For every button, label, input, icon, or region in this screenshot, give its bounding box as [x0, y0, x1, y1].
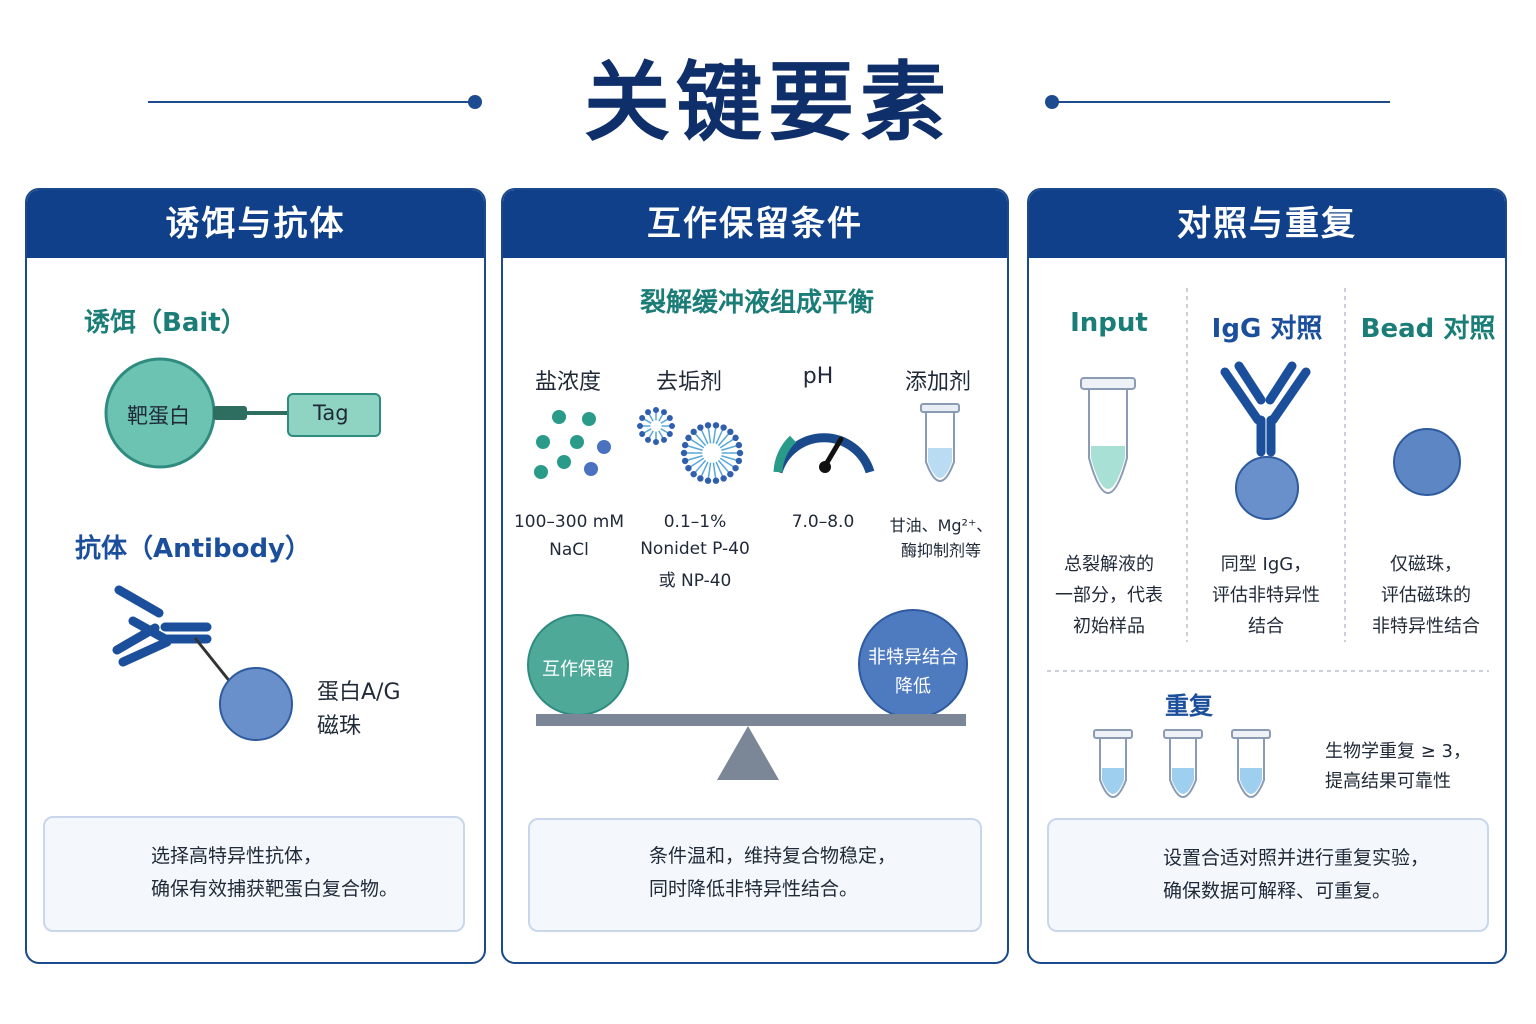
panel-bait-antibody: 诱饵与抗体 诱饵（Bait） 靶蛋白 Tag 抗体（Antibody） 蛋白A/…	[25, 188, 486, 964]
note-box	[43, 816, 465, 932]
note-line1: 条件温和，维持复合物稳定，	[649, 845, 897, 867]
note-box	[1047, 818, 1489, 932]
control-bead-desc3: 非特异性结合	[1372, 616, 1480, 637]
factor-detergent-value1: 0.1–1%	[663, 512, 727, 532]
protein-ag-bead-icon	[219, 667, 293, 741]
replicate-tubes-icon	[1093, 729, 1271, 798]
control-igg-desc2: 评估非特异性	[1212, 585, 1320, 606]
antibody-heading: 抗体（Antibody）	[75, 534, 312, 564]
factor-detergent-name: 去垢剂	[655, 370, 722, 395]
control-igg-desc3: 结合	[1248, 616, 1284, 637]
factor-detergent-value3: 或 NP-40	[658, 571, 732, 591]
tube-icon	[920, 403, 960, 482]
replicate-heading: 重复	[1165, 692, 1213, 720]
balance-right-label2: 降低	[895, 676, 931, 697]
balance-right-label1: 非特异结合	[868, 647, 958, 668]
tag-connector-icon	[213, 406, 247, 420]
note-line1: 设置合适对照并进行重复实验，	[1163, 847, 1430, 869]
note-line2: 同时降低非特异性结合。	[649, 878, 859, 900]
salt-dots-icon	[534, 410, 611, 479]
control-input-desc3: 初始样品	[1073, 616, 1145, 637]
panel-header: 诱饵与抗体	[27, 190, 484, 258]
bead-icon	[1393, 428, 1461, 496]
controls-illustration	[1047, 288, 1489, 906]
balance-left-label: 互作保留	[542, 659, 614, 680]
note-line2: 确保有效捕获靶蛋白复合物。	[151, 878, 399, 900]
panel-retention-conditions: 互作保留条件	[501, 188, 1009, 964]
title-line-left	[148, 101, 474, 103]
igg-antibody-bead-icon	[1220, 361, 1311, 520]
micelle-icon	[637, 407, 744, 484]
control-input-desc2: 一部分，代表	[1055, 585, 1163, 606]
factor-additive-name: 添加剂	[904, 370, 971, 395]
factor-ph-name: pH	[802, 364, 834, 389]
control-igg-name: IgG 对照	[1211, 314, 1323, 344]
title-dot-left	[468, 95, 482, 109]
replicate-line1: 生物学重复 ≥ 3，	[1325, 741, 1471, 762]
factor-additive-value2: 酶抑制剂等	[900, 541, 981, 560]
panel-controls-replicates: 对照与重复	[1027, 188, 1507, 964]
note-box	[528, 818, 982, 932]
tag-label: Tag	[313, 401, 349, 425]
control-bead-name: Bead 对照	[1360, 314, 1496, 344]
factor-salt-value1: 100–300 mM	[513, 512, 625, 532]
bead-label-line1: 蛋白A/G	[317, 680, 401, 705]
factor-detergent-value2: Nonidet P-40	[640, 539, 750, 559]
title-line-right	[1055, 101, 1390, 103]
tag-box-icon	[287, 393, 381, 437]
control-input-name: Input	[1070, 308, 1148, 338]
control-input-desc1: 总裂解液的	[1064, 554, 1154, 575]
panel-header: 对照与重复	[1029, 190, 1505, 258]
target-protein-label: 靶蛋白	[127, 404, 190, 428]
conditions-subtitle: 裂解缓冲液组成平衡	[639, 288, 874, 318]
page-title: 关键要素	[584, 53, 952, 153]
note-line1: 选择高特异性抗体，	[151, 845, 323, 867]
title-dot-right	[1045, 95, 1059, 109]
control-bead-desc2: 评估磁珠的	[1381, 585, 1471, 606]
factor-salt-value2: NaCl	[549, 540, 589, 560]
note-line2: 确保数据可解释、可重复。	[1163, 880, 1392, 902]
bait-heading: 诱饵（Bait）	[84, 308, 247, 338]
input-tube-icon	[1080, 377, 1136, 494]
control-igg-desc1: 同型 IgG，	[1220, 554, 1312, 575]
antibody-icon	[112, 585, 212, 667]
panel-header: 互作保留条件	[503, 190, 1007, 258]
control-bead-desc1: 仅磁珠，	[1390, 554, 1462, 575]
factor-ph-value1: 7.0–8.0	[791, 512, 855, 532]
bead-label-line2: 磁珠	[317, 714, 362, 739]
factor-additive-value1: 甘油、Mg²⁺、	[889, 516, 993, 535]
balance-icon	[527, 609, 968, 780]
gauge-icon	[773, 433, 875, 474]
factor-salt-name: 盐浓度	[534, 370, 601, 395]
replicate-line2: 提高结果可靠性	[1325, 771, 1451, 792]
